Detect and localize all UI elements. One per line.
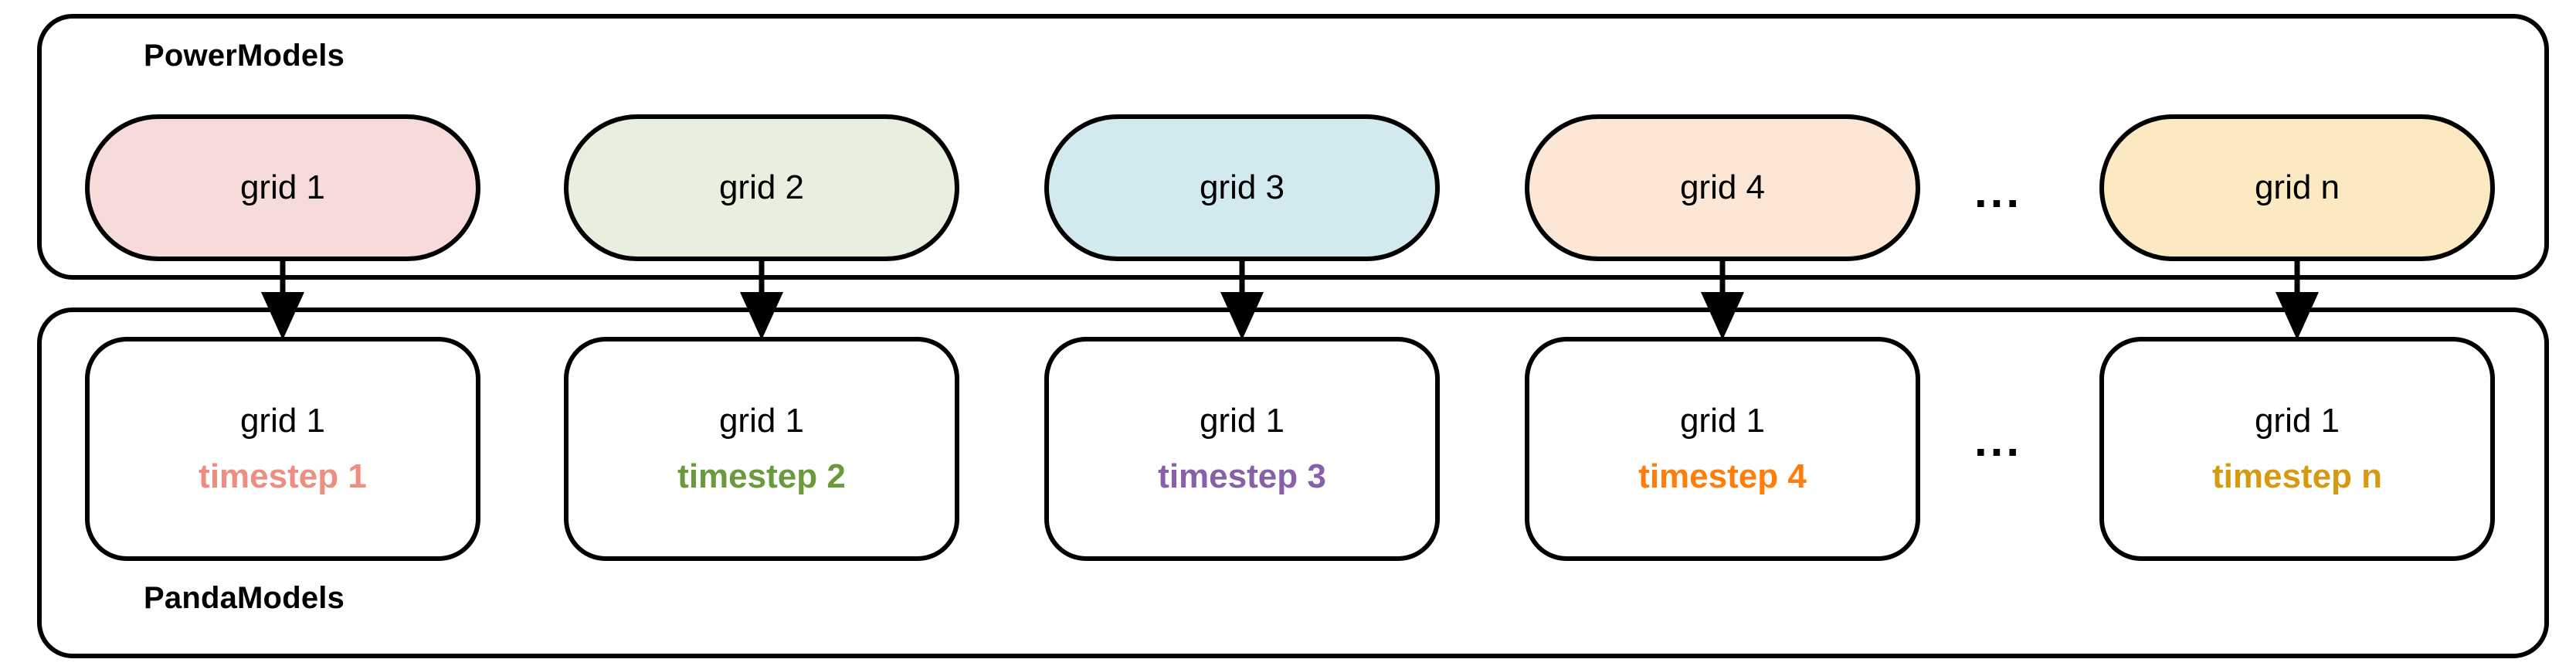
timestep-box-grid-label: grid 1 bbox=[239, 402, 326, 440]
grid-pill-label: grid 2 bbox=[718, 168, 805, 206]
timestep-box-1[interactable]: grid 1 timestep 1 bbox=[85, 337, 480, 561]
timestep-box-step-label: timestep 2 bbox=[677, 457, 846, 495]
timestep-box-step-label: timestep 1 bbox=[199, 457, 367, 495]
grid-pill-2[interactable]: grid 2 bbox=[564, 114, 959, 261]
grid-pill-label: grid 1 bbox=[239, 168, 326, 206]
grid-pill-5[interactable]: grid n bbox=[2099, 114, 2495, 261]
grid-pill-label: grid 4 bbox=[1679, 168, 1766, 206]
grid-pill-1[interactable]: grid 1 bbox=[85, 114, 480, 261]
powermodels-ellipsis: ... bbox=[1974, 165, 2023, 217]
grid-pill-3[interactable]: grid 3 bbox=[1044, 114, 1440, 261]
timestep-box-step-label: timestep 3 bbox=[1158, 457, 1326, 495]
timestep-box-3[interactable]: grid 1 timestep 3 bbox=[1044, 337, 1440, 561]
timestep-box-step-label: timestep n bbox=[2211, 457, 2383, 495]
timestep-box-4[interactable]: grid 1 timestep 4 bbox=[1525, 337, 1920, 561]
timestep-box-grid-label: grid 1 bbox=[1199, 402, 1285, 440]
timestep-box-2[interactable]: grid 1 timestep 2 bbox=[564, 337, 959, 561]
pandamodels-label: PandaModels bbox=[144, 581, 345, 615]
timestep-box-step-label: timestep 4 bbox=[1638, 457, 1807, 495]
grid-pill-label: grid n bbox=[2254, 168, 2340, 206]
grid-pill-label: grid 3 bbox=[1199, 168, 1285, 206]
timestep-box-grid-label: grid 1 bbox=[1679, 402, 1766, 440]
pandamodels-ellipsis: ... bbox=[1974, 414, 2023, 466]
timestep-box-grid-label: grid 1 bbox=[718, 402, 805, 440]
grid-pill-4[interactable]: grid 4 bbox=[1525, 114, 1920, 261]
powermodels-label: PowerModels bbox=[144, 39, 345, 73]
timestep-box-5[interactable]: grid 1 timestep n bbox=[2099, 337, 2495, 561]
timestep-box-grid-label: grid 1 bbox=[2254, 402, 2340, 440]
